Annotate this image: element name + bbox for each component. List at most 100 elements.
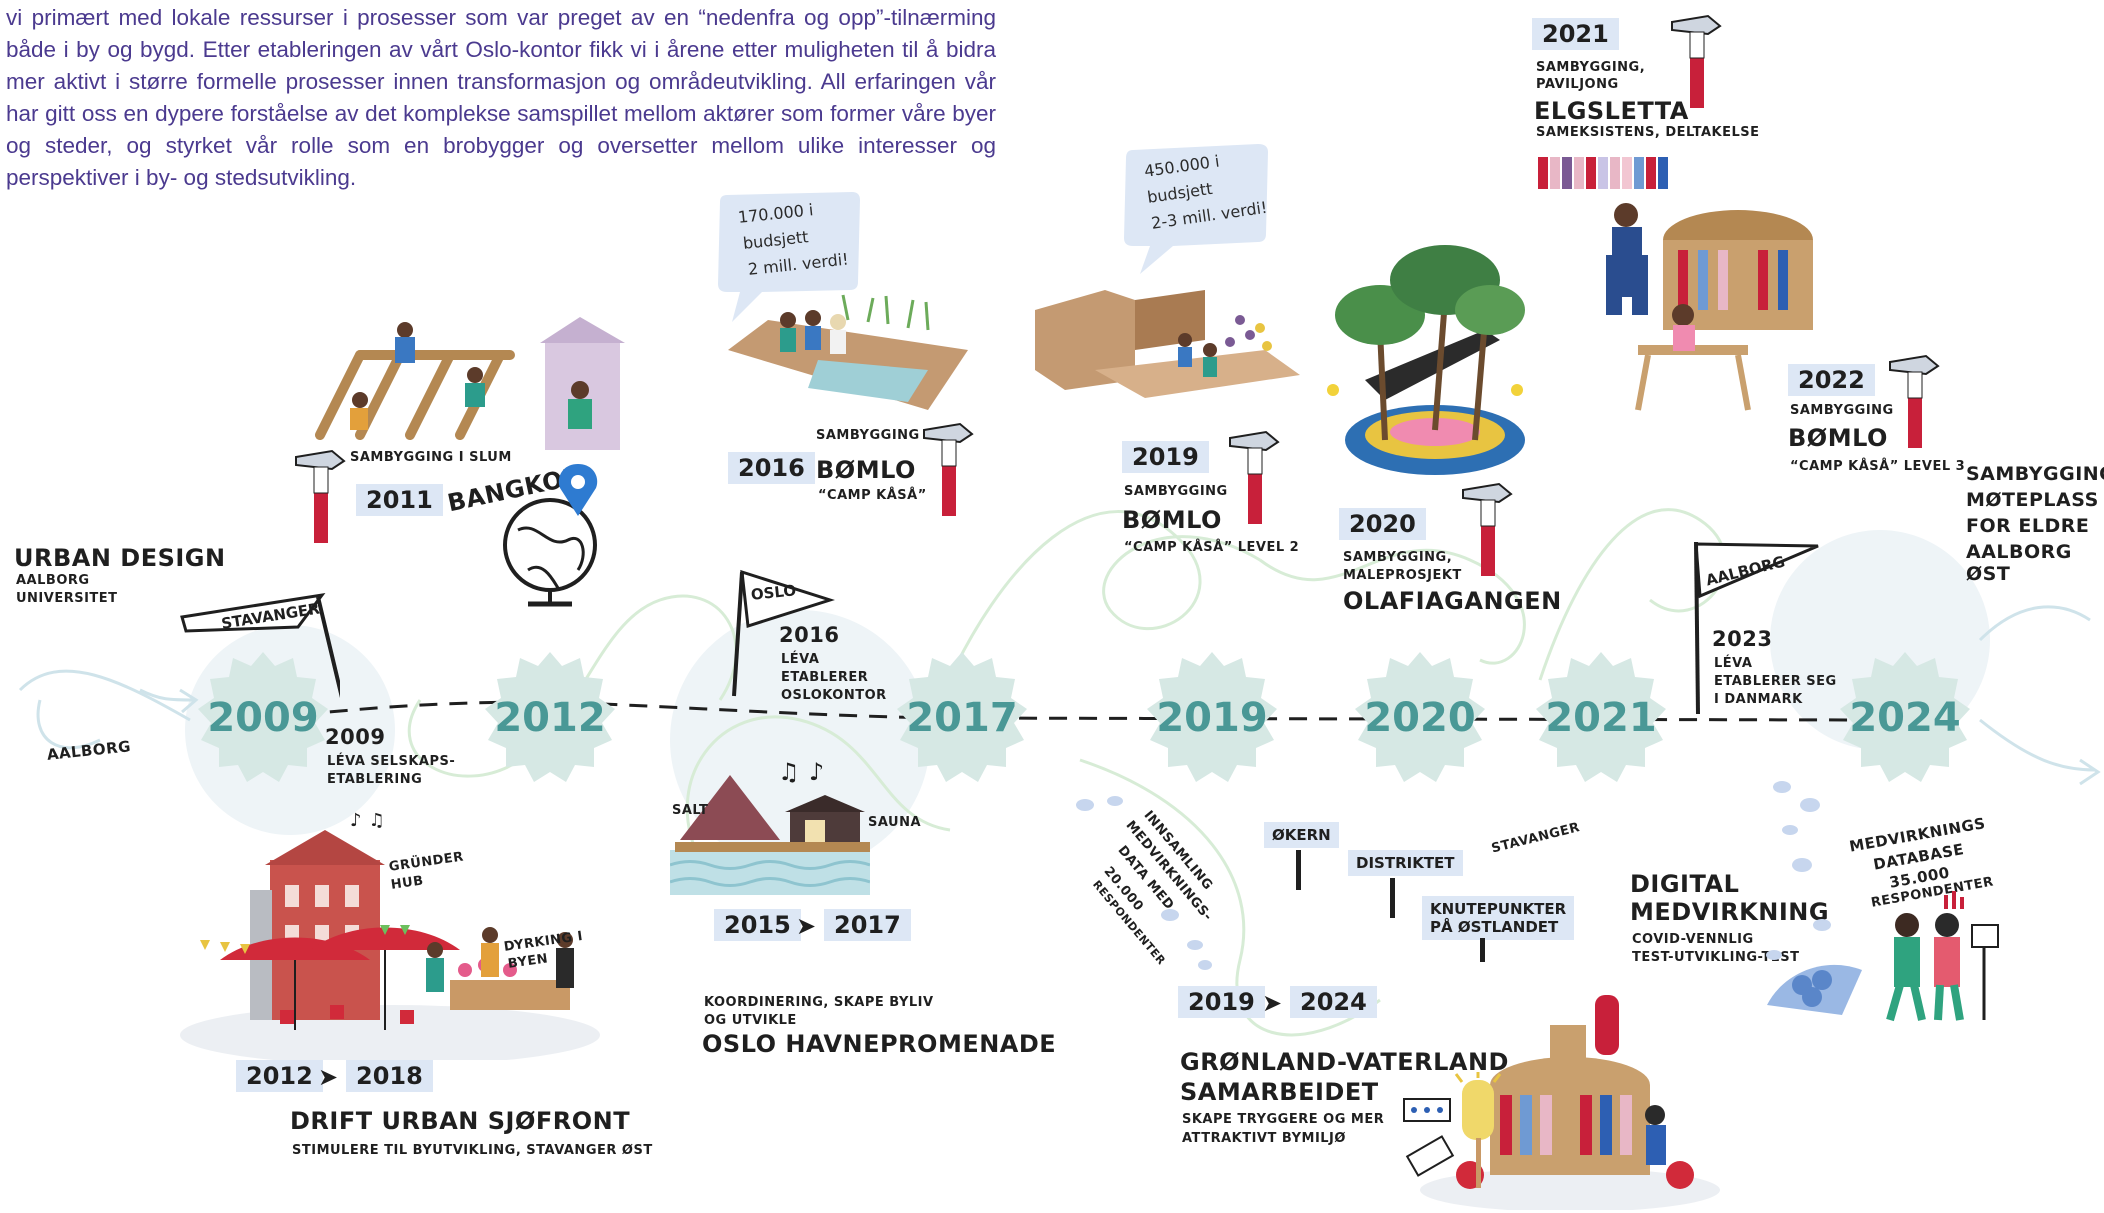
gronland-arrow: ➤ [1262, 989, 1283, 1017]
bangkok-label: SAMBYGGING I SLUM [350, 450, 512, 465]
bomlo-2019-illustration [1035, 290, 1300, 398]
est-text1: LÉVA SELSKAPS- [327, 754, 456, 769]
bomlo-2016-year: 2016 [728, 452, 815, 484]
aalborg-text2: ETABLERER SEG [1714, 674, 1837, 689]
aalborg-ost-line4: AALBORG ØST [1966, 541, 2072, 585]
havn-sub2: OG UTVIKLE [704, 1013, 797, 1028]
globe-location-icon [503, 464, 598, 607]
aalborg-flag: AALBORG [1690, 536, 1830, 716]
digital-illustration [1766, 781, 1999, 1022]
elgsletta-illustration [1538, 157, 1813, 411]
aalborg-text1: LÉVA [1714, 656, 1753, 671]
intro-paragraph: vi primært med lokale ressurser i proses… [6, 5, 996, 190]
grunder-sub: STIMULERE TIL BYUTVIKLING, STAVANGER ØST [292, 1143, 653, 1158]
music-notes-icon: ♫ ♪ [778, 758, 825, 786]
bangkok-slum-illustration [315, 317, 625, 450]
urban-design-title: URBAN DESIGN [14, 544, 226, 572]
music-notes-icon: ♪ ♫ [350, 810, 386, 831]
gronland-to-year: 2024 [1290, 986, 1377, 1018]
knute-line1: KNUTEPUNKTER [1430, 900, 1567, 918]
digital-sub2: TEST-UTVIKLING-TEST [1632, 950, 1800, 965]
year-badge-2009: 2009 [193, 648, 333, 788]
olafia-year: 2020 [1339, 508, 1426, 540]
oslo-text3: OSLOKONTOR [781, 688, 887, 703]
gronland-sub2: ATTRAKTIVT BYMILJØ [1182, 1131, 1346, 1146]
digital-sub1: COVID-VENNLIG [1632, 932, 1754, 947]
bomlo-2019-year: 2019 [1122, 441, 1209, 473]
elgsletta-year: 2021 [1532, 18, 1619, 50]
year-badge-2020: 2020 [1350, 648, 1490, 788]
digital-title2: MEDVIRKNING [1630, 898, 1830, 926]
urban-design-sub1: AALBORG [16, 573, 90, 588]
year-badge-2019: 2019 [1142, 648, 1282, 788]
elgsletta-label2: PAVILJONG [1536, 77, 1619, 92]
gronland-illustration [1420, 995, 1720, 1210]
stavanger-flag: STAVANGER [180, 575, 350, 725]
bomlo-2016-place: BØMLO [816, 456, 916, 484]
bomlo-2019-label: SAMBYGGING [1124, 484, 1228, 499]
knute-post [1480, 938, 1485, 962]
havn-title: OSLO HAVNEPROMENADE [702, 1030, 1057, 1058]
bomlo-2019-sub: “CAMP KÅSÅ” LEVEL 2 [1124, 540, 1300, 555]
est-year: 2009 [325, 725, 386, 749]
bomlo-2016-label: SAMBYGGING [816, 428, 920, 443]
distriktet-post [1390, 878, 1395, 918]
bomlo-2016-sub: “CAMP KÅSÅ” [818, 488, 927, 503]
year-badge-2012: 2012 [480, 648, 620, 788]
gronland-title1: GRØNLAND-VATERLAND [1180, 1048, 1509, 1076]
hammer-icon [923, 422, 974, 516]
havn-from-year: 2015 [714, 909, 801, 941]
bomlo-2022-year: 2022 [1788, 364, 1875, 396]
knute-line2: PÅ ØSTLANDET [1430, 918, 1559, 936]
grunder-arrow: ➤ [318, 1063, 339, 1091]
gronland-title2: SAMARBEIDET [1180, 1078, 1379, 1106]
digital-title1: DIGITAL [1630, 870, 1740, 898]
bomlo-2022-sub: “CAMP KÅSÅ” LEVEL 3 [1790, 459, 1966, 474]
salt-label: SALT [672, 803, 709, 818]
oslo-text2: ETABLERER [781, 670, 869, 685]
grunder-title: DRIFT URBAN SJØFRONT [290, 1107, 631, 1135]
okern-sign: ØKERN [1264, 822, 1339, 848]
olafia-label1: SAMBYGGING, [1343, 550, 1453, 565]
okern-post [1296, 850, 1301, 890]
est-text2: ETABLERING [327, 772, 423, 787]
dice-icon [1403, 1098, 1455, 1177]
aalborg-text3: I DANMARK [1714, 692, 1803, 707]
hammer-icon [1462, 482, 1513, 576]
hammer-icon [1671, 14, 1722, 108]
elgsletta-label1: SAMBYGGING, [1536, 60, 1646, 75]
budget-bubble-2019: 450.000 i budsjett 2-3 mill. verdi! [1118, 142, 1273, 277]
hammer-icon [1889, 354, 1940, 448]
hammer-icon [295, 449, 346, 543]
bomlo-2019-place: BØMLO [1122, 506, 1222, 534]
year-badge-2021: 2021 [1531, 648, 1671, 788]
sauna-label: SAUNA [868, 815, 922, 830]
havn-to-year: 2017 [824, 909, 911, 941]
hammer-icon [1229, 430, 1280, 524]
urban-design-sub2: UNIVERSITET [16, 591, 118, 606]
havnepromenade-illustration [670, 775, 870, 895]
oslo-flag: OSLO [730, 568, 840, 698]
olafiagangen-illustration [1327, 245, 1525, 475]
grunder-from-year: 2012 [236, 1060, 323, 1092]
bomlo-2016-illustration [728, 294, 968, 410]
year-badge-2024: 2024 [1835, 648, 1975, 788]
gronland-sub1: SKAPE TRYGGERE OG MER [1182, 1112, 1385, 1127]
oslo-text1: LÉVA [781, 652, 820, 667]
oslo-year: 2016 [779, 623, 840, 647]
budget-bubble-2016: 170.000 i budsjett 2 mill. verdi! [712, 190, 862, 325]
year-badge-2017: 2017 [892, 648, 1032, 788]
bangkok-year: 2011 [356, 484, 443, 516]
havn-arrow: ➤ [796, 912, 817, 940]
speech-dots-icon [1076, 796, 1212, 970]
aalborg-year: 2023 [1712, 627, 1773, 651]
aalborg-ost-line1: SAMBYGGING [1966, 463, 2104, 485]
grunder-hub-illustration [180, 830, 600, 1060]
ice-cream-icon [1454, 1072, 1502, 1188]
aalborg-ost-line2: MØTEPLASS [1966, 489, 2099, 511]
elgsletta-place: ELGSLETTA [1534, 97, 1689, 125]
olafia-label2: MALEPROSJEKT [1343, 568, 1462, 583]
olafia-place: OLAFIAGANGEN [1343, 587, 1562, 615]
havn-sub1: KOORDINERING, SKAPE BYLIV [704, 995, 934, 1010]
